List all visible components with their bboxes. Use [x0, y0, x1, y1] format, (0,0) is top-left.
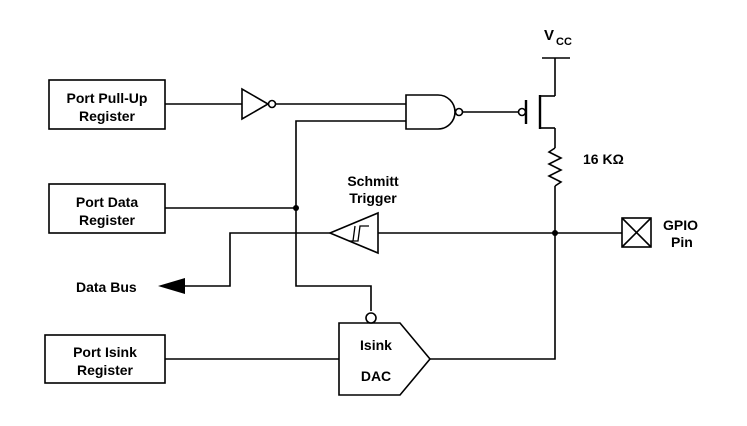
port-data-register: Port Data Register	[48, 183, 166, 234]
port-isink-register: Port Isink Register	[44, 334, 166, 384]
data-register-label-2: Register	[79, 212, 136, 228]
vcc-label: V	[544, 27, 554, 44]
vcc-subscript: CC	[556, 36, 572, 48]
isink-dac: Isink DAC	[338, 312, 432, 396]
isink-register-label-1: Port Isink	[73, 344, 137, 360]
gpio-label-1: GPIO	[663, 217, 698, 233]
nand-gate	[405, 94, 464, 130]
wire-data-to-nand-and-dac	[295, 120, 406, 311]
data-register-label-1: Port Data	[76, 194, 138, 210]
vcc-supply: V CC	[542, 27, 572, 96]
pmos-transistor	[517, 95, 555, 129]
isink-register-label-2: Register	[77, 362, 134, 378]
gpio-pin: GPIO Pin	[621, 217, 698, 250]
dac-label-1: Isink	[360, 337, 392, 353]
gpio-label-2: Pin	[671, 234, 693, 250]
wire-schmitt-to-databus	[185, 232, 330, 287]
inverter-gate	[241, 87, 277, 121]
port-pullup-register: Port Pull-Up Register	[48, 79, 166, 130]
resistor-label: 16 KΩ	[583, 151, 624, 167]
pullup-register-label-2: Register	[79, 108, 136, 124]
wire-dac-to-pin	[430, 233, 556, 360]
schmitt-label-2: Trigger	[349, 190, 397, 206]
schmitt-trigger: Schmitt Trigger	[327, 173, 399, 255]
dac-label-2: DAC	[361, 368, 391, 384]
data-bus: Data Bus	[76, 278, 185, 295]
schmitt-label-1: Schmitt	[347, 173, 399, 189]
pullup-register-label-1: Port Pull-Up	[67, 90, 148, 106]
data-bus-label: Data Bus	[76, 279, 137, 295]
pullup-resistor: 16 KΩ	[547, 128, 624, 233]
